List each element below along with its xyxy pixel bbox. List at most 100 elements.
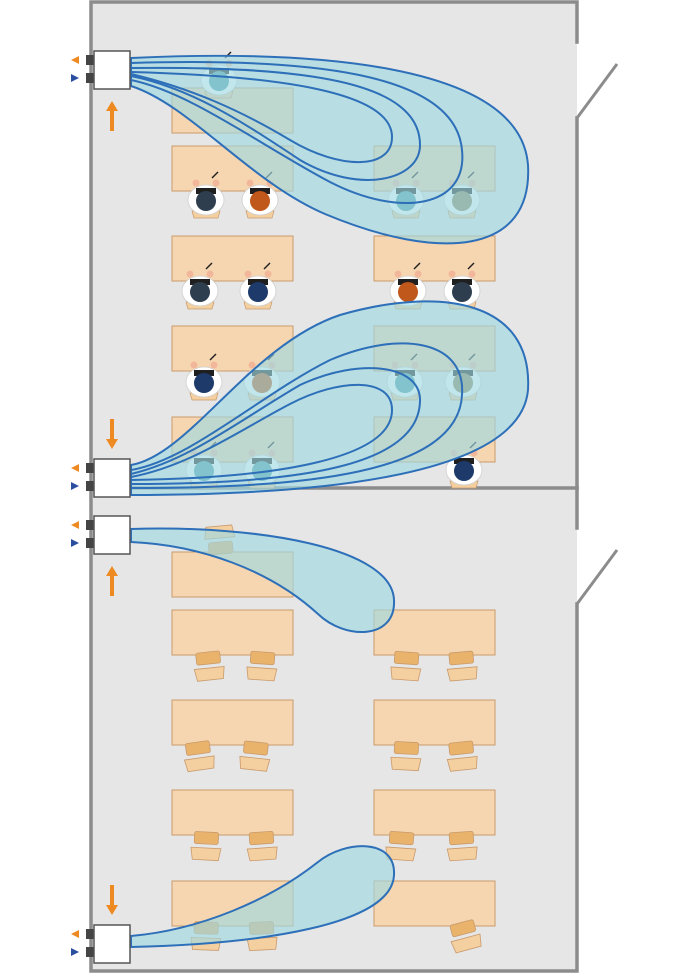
chair xyxy=(246,650,278,682)
arrow-up-icon xyxy=(106,566,118,596)
chair-seat xyxy=(249,650,276,666)
airflow-plume-3 xyxy=(130,527,396,633)
chair xyxy=(446,740,478,772)
desk-bottom-left xyxy=(171,699,294,746)
desk-bottom-right xyxy=(373,699,496,746)
student xyxy=(187,171,225,219)
chair-back xyxy=(183,755,215,773)
pencil-icon xyxy=(209,353,217,361)
chair-back xyxy=(450,933,482,954)
chair-seat xyxy=(193,831,220,845)
door-bottom-icon xyxy=(575,549,619,605)
chair-back xyxy=(246,666,278,682)
student-head xyxy=(196,191,216,211)
student-hand xyxy=(192,179,200,187)
intake-arrow-icon xyxy=(71,539,79,547)
student-hand xyxy=(264,270,272,278)
arrow-up-icon xyxy=(106,101,118,131)
ventilation-unit-1 xyxy=(93,50,131,90)
chair-back xyxy=(446,846,478,862)
unit-port xyxy=(86,947,95,957)
intake-arrow-icon xyxy=(71,74,79,82)
student-hand xyxy=(468,270,476,278)
student-hand xyxy=(248,361,256,369)
exhaust-arrow-icon xyxy=(71,56,79,64)
airflow-streamline xyxy=(130,383,394,481)
exhaust-arrow-icon xyxy=(71,464,79,472)
airflow-streamline xyxy=(130,367,422,485)
chair-back xyxy=(246,936,278,952)
ventilation-unit-2 xyxy=(93,458,131,498)
student-hand xyxy=(448,270,456,278)
chair-back xyxy=(193,665,225,682)
door-top-icon xyxy=(575,63,619,119)
desk-bottom-right xyxy=(373,789,496,836)
chair-seat xyxy=(448,830,475,846)
student-hand xyxy=(244,270,252,278)
chair xyxy=(446,650,478,682)
student-hand xyxy=(414,270,422,278)
unit-port xyxy=(86,538,95,548)
unit-port xyxy=(86,73,95,83)
unit-port xyxy=(86,463,95,473)
chair-seat xyxy=(448,740,474,756)
chair xyxy=(239,740,271,772)
desk-bottom-left xyxy=(171,789,294,836)
intake-arrow-icon xyxy=(71,482,79,490)
chair-seat xyxy=(195,650,221,666)
exhaust-arrow-icon xyxy=(71,521,79,529)
chair-back xyxy=(390,756,422,772)
student-head xyxy=(194,373,214,393)
airflow-plume-1 xyxy=(130,54,530,245)
airflow-streamline xyxy=(130,342,464,489)
airflow-streamline xyxy=(130,66,422,181)
airflow-layer xyxy=(130,54,530,949)
chair-back xyxy=(390,666,422,682)
student-hand xyxy=(190,361,198,369)
chair-seat xyxy=(243,740,269,756)
unit-port xyxy=(86,520,95,530)
chair-seat xyxy=(388,830,415,846)
intake-arrow-icon xyxy=(71,948,79,956)
chair-seat xyxy=(448,650,475,666)
exhaust-arrow-icon xyxy=(71,930,79,938)
chair-seat xyxy=(449,919,477,938)
chair-back xyxy=(446,666,478,682)
student xyxy=(241,171,279,219)
chair xyxy=(449,919,482,954)
student xyxy=(185,353,223,401)
student-hand xyxy=(212,179,220,187)
chair xyxy=(193,650,225,682)
chair xyxy=(183,740,215,773)
chair-back xyxy=(246,846,278,862)
airflow-plume-4 xyxy=(130,845,396,949)
student-hand xyxy=(394,270,402,278)
student-hand xyxy=(186,270,194,278)
pencil-icon xyxy=(467,262,475,270)
student-head xyxy=(454,461,474,481)
student-head xyxy=(248,282,268,302)
ventilation-units-layer xyxy=(71,50,131,964)
desk-bottom-right xyxy=(373,880,496,927)
airflow-streamline xyxy=(130,61,464,204)
desk-bottom-left xyxy=(171,609,294,656)
desk-bottom-right xyxy=(373,609,496,656)
student-hand xyxy=(246,179,254,187)
pencil-icon xyxy=(205,262,213,270)
airflow-streamline xyxy=(130,71,394,164)
unit-port xyxy=(86,481,95,491)
chair xyxy=(385,830,417,862)
student-hand xyxy=(210,361,218,369)
chair-seat xyxy=(393,741,420,755)
unit-port xyxy=(86,929,95,939)
chair xyxy=(390,650,422,682)
pencil-icon xyxy=(263,262,271,270)
student xyxy=(239,262,277,310)
student-head xyxy=(452,282,472,302)
pencil-icon xyxy=(413,262,421,270)
chair xyxy=(190,831,222,862)
chair xyxy=(390,741,422,772)
student-hand xyxy=(206,270,214,278)
chair xyxy=(246,830,278,862)
student-head xyxy=(250,191,270,211)
